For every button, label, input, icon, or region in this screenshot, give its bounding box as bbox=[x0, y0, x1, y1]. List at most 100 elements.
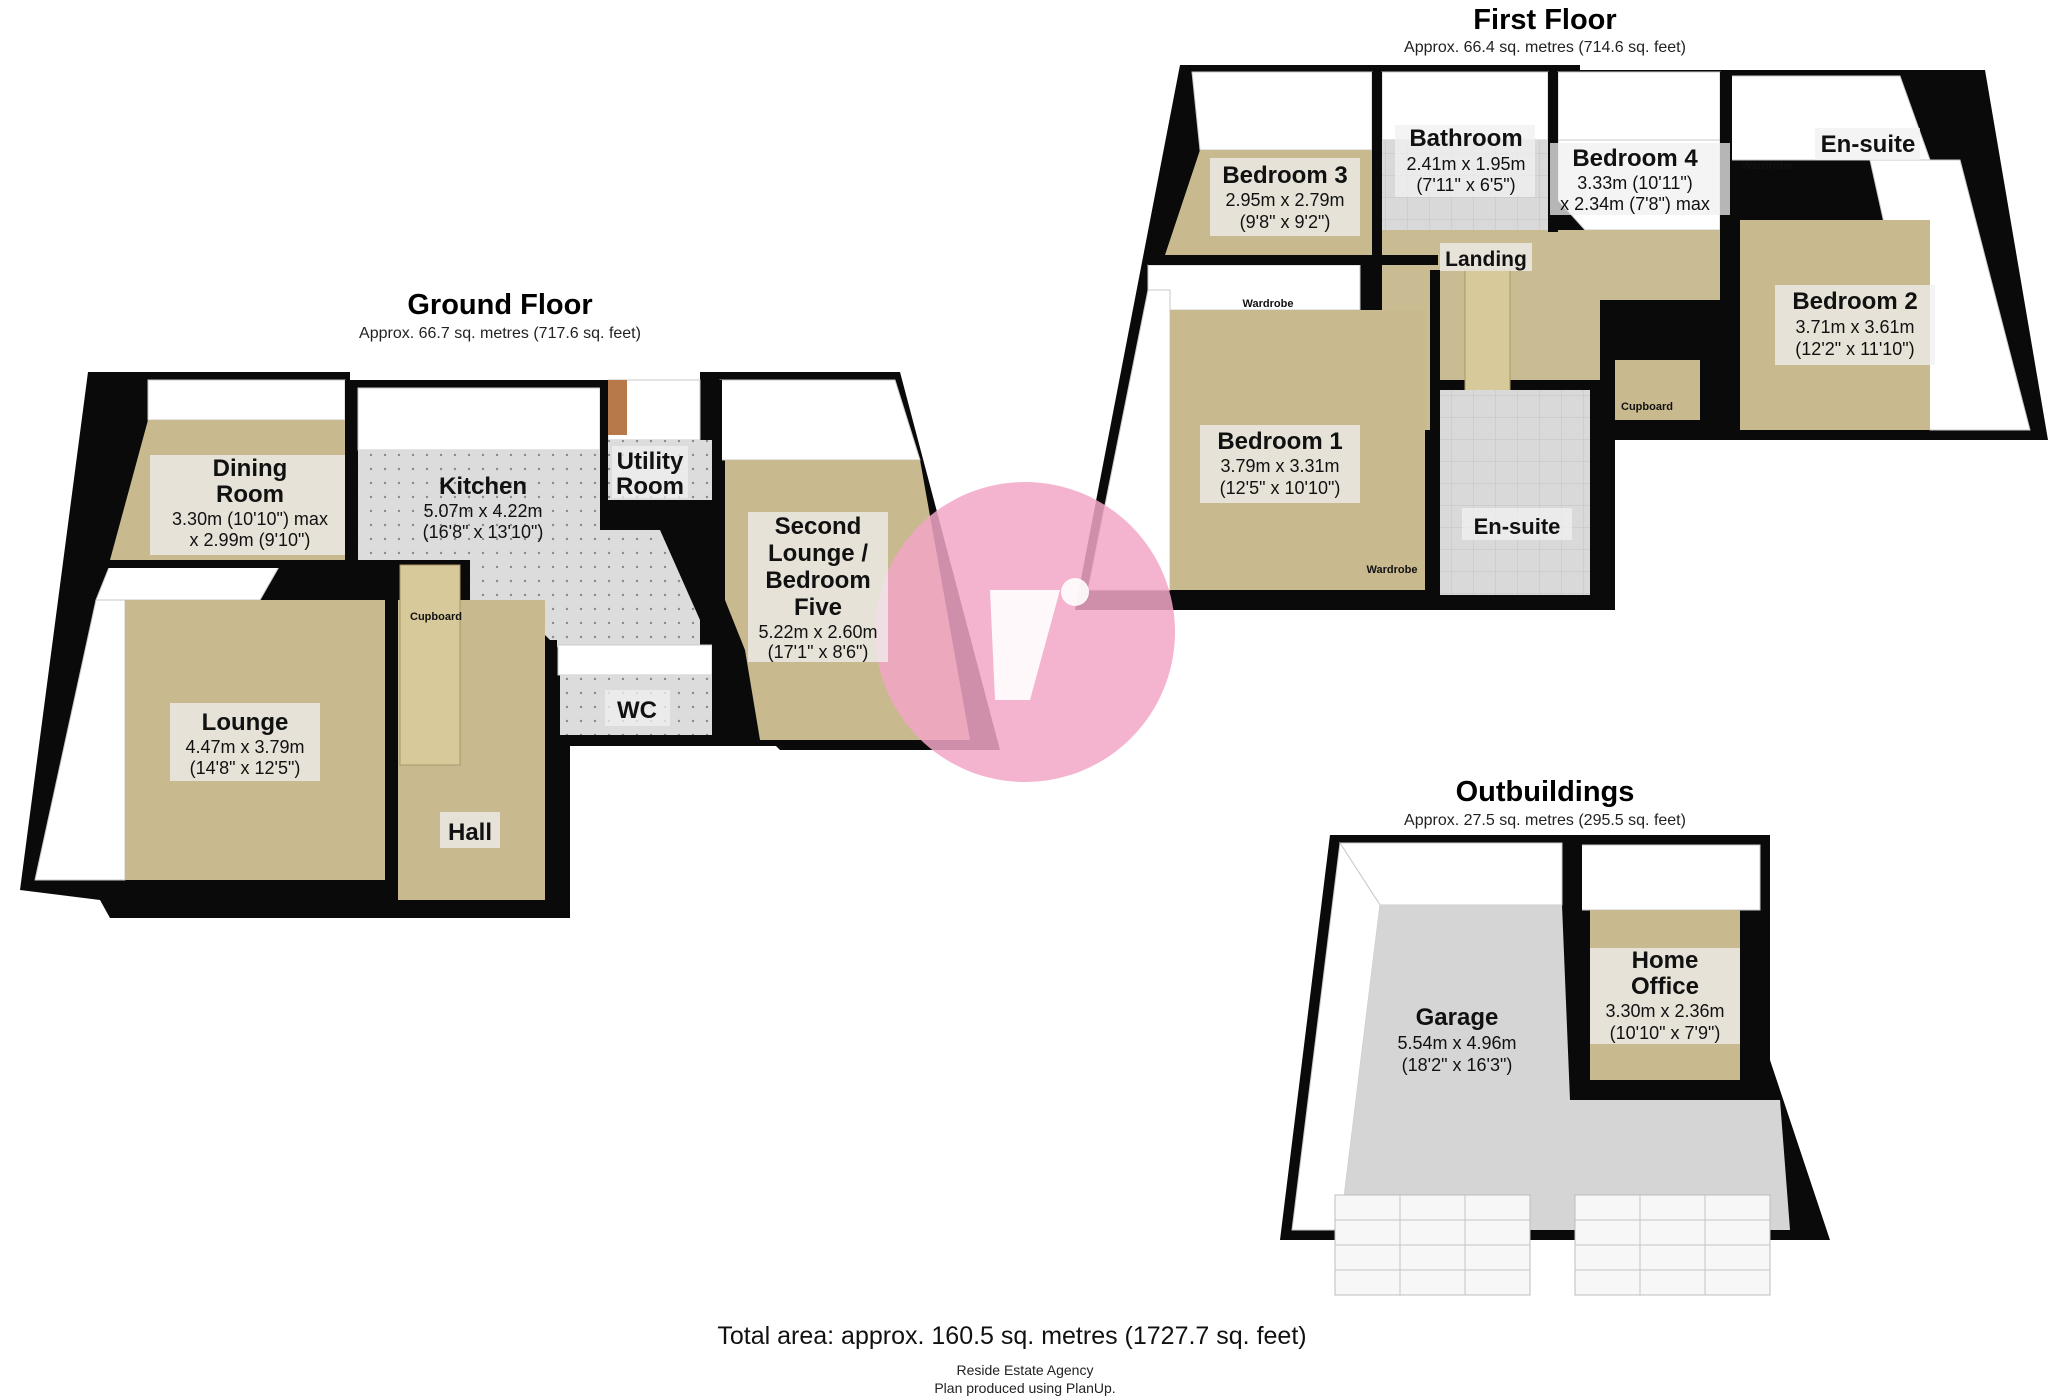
garage-dim-2: (18'2" x 16'3") bbox=[1402, 1055, 1513, 1075]
bedroom-1-name: Bedroom 1 bbox=[1217, 428, 1342, 455]
plan-credit: Plan produced using PlanUp. bbox=[934, 1380, 1115, 1396]
bedroom-2-dim-1: 3.71m x 3.61m bbox=[1795, 317, 1914, 337]
dining-room-dim-1: 3.30m (10'10") max bbox=[172, 509, 328, 529]
bedroom-1-label-bg bbox=[1200, 425, 1360, 503]
second-lounge-name-4: Five bbox=[794, 594, 842, 621]
ensuite-mid-label-bg bbox=[1462, 508, 1572, 540]
bathroom-name: Bathroom bbox=[1409, 125, 1522, 152]
bedroom-3-name: Bedroom 3 bbox=[1222, 162, 1347, 189]
bedroom-2-label-bg bbox=[1775, 285, 1935, 365]
wardrobe-1-label: Wardrobe bbox=[1243, 298, 1294, 310]
garage-floor bbox=[1340, 905, 1790, 1230]
wall-b3-b1 bbox=[1148, 255, 1438, 265]
dining-room-name-1: Dining bbox=[213, 455, 288, 482]
bedroom-3-label-bg bbox=[1210, 158, 1360, 236]
wall-kitchen-utility bbox=[600, 380, 608, 500]
lounge-name: Lounge bbox=[202, 709, 289, 736]
dining-room-dim-2: x 2.99m (9'10") bbox=[190, 530, 311, 550]
dining-label-bg bbox=[150, 455, 345, 555]
kitchen-floor bbox=[358, 450, 700, 650]
utility-door bbox=[607, 380, 627, 435]
bedroom-4-dim-1: 3.33m (10'11") bbox=[1577, 173, 1693, 193]
wall-dining-lounge bbox=[96, 560, 386, 568]
outbuildings-plan bbox=[1280, 835, 1830, 1296]
wc-label-bg bbox=[605, 690, 670, 726]
outbuildings-title: Outbuildings bbox=[1456, 776, 1635, 808]
bedroom-4-name: Bedroom 4 bbox=[1572, 145, 1698, 172]
ensuite-top-name: En-suite bbox=[1821, 131, 1916, 158]
outbuildings-area: Approx. 27.5 sq. metres (295.5 sq. feet) bbox=[1404, 812, 1686, 829]
wall-lounge-hall bbox=[385, 600, 397, 900]
office-dim-2: (10'10" x 7'9") bbox=[1610, 1023, 1721, 1043]
bedroom-2-dim-2: (12'2" x 11'10") bbox=[1795, 339, 1914, 359]
wall-hall-wc bbox=[545, 640, 557, 910]
wall-utility-lounge2 bbox=[712, 380, 722, 740]
kitchen-name: Kitchen bbox=[439, 473, 527, 500]
lounge-dim-1: 4.47m x 3.79m bbox=[185, 737, 304, 757]
hall-label-bg bbox=[440, 812, 500, 848]
first-floor-title: First Floor bbox=[1473, 4, 1616, 36]
wall-garage-office bbox=[1570, 843, 1582, 1083]
staircase bbox=[399, 564, 461, 766]
utility-label-bg bbox=[612, 446, 688, 498]
second-lounge-dim-1: 5.22m x 2.60m bbox=[758, 622, 877, 642]
office-name-1: Home bbox=[1632, 947, 1699, 974]
bedroom-3-dim-1: 2.95m x 2.79m bbox=[1225, 190, 1344, 210]
garage-door-panels bbox=[1335, 1195, 1770, 1295]
ground-floor-area: Approx. 66.7 sq. metres (717.6 sq. feet) bbox=[359, 325, 641, 342]
bedroom-4-wall bbox=[1557, 71, 1721, 141]
office-label-bg bbox=[1590, 948, 1740, 1044]
bedroom-4-dim-2: x 2.34m (7'8") max bbox=[1560, 194, 1710, 214]
lounge-dim-2: (14'8" x 12'5") bbox=[190, 758, 301, 778]
agency-logo-watermark bbox=[875, 482, 1175, 782]
gf-cupboard-label: Cupboard bbox=[410, 611, 462, 623]
second-lounge-name-2: Lounge / bbox=[768, 540, 868, 567]
wc-wall bbox=[557, 644, 713, 676]
bedroom-1-dim-1: 3.79m x 3.31m bbox=[1220, 456, 1339, 476]
ensuite-mid-name: En-suite bbox=[1474, 514, 1561, 539]
second-lounge-name-1: Second bbox=[775, 513, 862, 540]
office-name-2: Office bbox=[1631, 973, 1699, 1000]
wc-name: WC bbox=[617, 697, 657, 724]
garage-name: Garage bbox=[1416, 1004, 1499, 1031]
agency-name: Reside Estate Agency bbox=[957, 1362, 1094, 1378]
second-lounge-wall bbox=[719, 379, 921, 461]
ensuite-top-label-bg bbox=[1815, 128, 1920, 160]
second-lounge-label-bg bbox=[748, 512, 888, 662]
wall-b1-landing bbox=[1430, 270, 1440, 600]
bedroom-1-dim-2: (12'5" x 10'10") bbox=[1220, 478, 1341, 498]
utility-room-name-2: Room bbox=[616, 473, 684, 500]
garage-dim-1: 5.54m x 4.96m bbox=[1397, 1033, 1516, 1053]
kitchen-dim-2: (16'8" x 13'10") bbox=[423, 522, 544, 542]
dining-room-name-2: Room bbox=[216, 481, 284, 508]
second-lounge-dim-2: (17'1" x 8'6") bbox=[768, 642, 869, 662]
bedroom-4-label-bg bbox=[1550, 143, 1730, 215]
cupboard-floor bbox=[1615, 360, 1700, 420]
utility-room-name-1: Utility bbox=[617, 448, 684, 475]
bedroom-3-dim-2: (9'8" x 9'2") bbox=[1240, 212, 1331, 232]
lounge-label-bg bbox=[170, 703, 320, 781]
ensuite-mid-floor bbox=[1440, 390, 1590, 595]
office-back-wall bbox=[1579, 844, 1761, 911]
second-lounge-name-3: Bedroom bbox=[765, 567, 870, 594]
hall-name: Hall bbox=[448, 819, 492, 846]
bedroom-2-name: Bedroom 2 bbox=[1792, 288, 1917, 315]
ground-floor-title: Ground Floor bbox=[407, 289, 592, 321]
wall-dining-kitchen bbox=[345, 380, 357, 560]
first-floor-area: Approx. 66.4 sq. metres (714.6 sq. feet) bbox=[1404, 39, 1686, 56]
landing-name: Landing bbox=[1445, 248, 1527, 271]
landing-label-bg bbox=[1440, 243, 1532, 271]
wall-b3-bath bbox=[1372, 72, 1382, 232]
wall-ensuite-right bbox=[1590, 380, 1600, 600]
wall-office-bottom bbox=[1570, 1080, 1750, 1090]
kitchen-dim-1: 5.07m x 4.22m bbox=[423, 501, 542, 521]
dining-room-wall bbox=[147, 379, 346, 421]
wardrobe-2-label: Wardrobe bbox=[1367, 564, 1418, 576]
ff-cupboard-label: Cupboard bbox=[1621, 401, 1673, 413]
total-area: Total area: approx. 160.5 sq. metres (17… bbox=[717, 1322, 1306, 1350]
lounge-wall bbox=[95, 564, 281, 601]
kitchen-wall bbox=[357, 387, 601, 451]
wardrobe-3-label: Wardrobe bbox=[1742, 160, 1793, 172]
bathroom-label-bg bbox=[1395, 125, 1535, 197]
